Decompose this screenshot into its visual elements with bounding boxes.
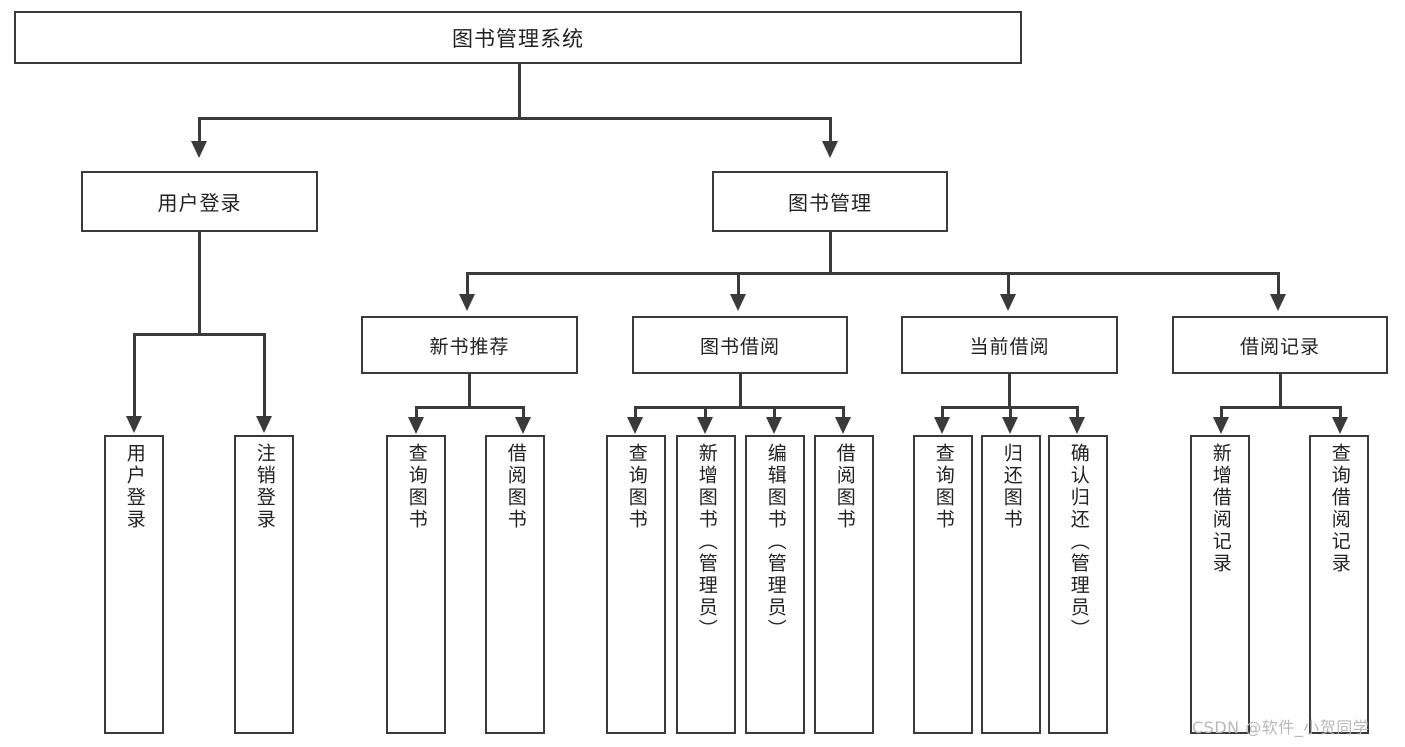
edge-user-login-to-leaf-2 — [263, 333, 266, 418]
node-label: 新增借阅记录 — [1209, 443, 1232, 575]
arrow-book-borrow-to-leaf-1 — [627, 417, 643, 434]
edge-book-manage-to-book-borrow — [737, 272, 740, 296]
edge-current-borrow-to-leaf-2 — [1009, 406, 1012, 420]
edge-new-book-to-leaf-2 — [522, 406, 525, 420]
edge-user-login-to-leaf-1 — [133, 333, 136, 418]
leaf-borrow-record-1[interactable]: 新增借阅记录 — [1190, 435, 1250, 734]
node-label: 新书推荐 — [429, 335, 510, 358]
node-book-borrow[interactable]: 图书借阅 — [632, 316, 848, 374]
arrow-book-borrow-to-leaf-4 — [835, 417, 851, 434]
node-label: 图书管理系统 — [452, 26, 584, 51]
edge-user-login-stem — [198, 232, 201, 336]
arrow-current-borrow-to-leaf-3 — [1069, 417, 1085, 434]
leaf-book-borrow-1[interactable]: 查询图书 — [606, 435, 666, 734]
arrow-book-manage-to-borrow-record — [1270, 294, 1286, 311]
node-label: 当前借阅 — [969, 335, 1050, 358]
arrow-book-borrow-to-leaf-3 — [766, 417, 782, 434]
node-label: 借阅图书 — [504, 443, 527, 531]
edge-new-book-stem — [468, 374, 471, 409]
node-label: 查询借阅记录 — [1328, 443, 1351, 575]
edge-book-manage-bus — [466, 272, 1280, 275]
edge-borrow-record-stem — [1279, 374, 1282, 409]
edge-current-borrow-stem — [1008, 374, 1011, 409]
node-label: 借阅记录 — [1239, 335, 1320, 358]
edge-book-manage-to-new-book — [466, 272, 469, 296]
edge-book-borrow-stem — [739, 374, 742, 409]
node-label: 确认归还（管理员） — [1067, 443, 1090, 641]
edge-root-to-book-manage — [829, 117, 832, 144]
arrow-user-login-to-leaf-1 — [126, 416, 142, 433]
edge-current-borrow-to-leaf-1 — [941, 406, 944, 420]
node-label: 图书借阅 — [699, 335, 780, 358]
edge-current-borrow-to-leaf-3 — [1076, 406, 1079, 420]
arrow-book-borrow-to-leaf-2 — [697, 417, 713, 434]
edge-book-borrow-to-leaf-3 — [773, 406, 776, 420]
leaf-user-login-1[interactable]: 用户登录 — [104, 435, 164, 734]
leaf-book-borrow-3[interactable]: 编辑图书（管理员） — [745, 435, 805, 734]
arrow-borrow-record-to-leaf-2 — [1332, 417, 1348, 434]
edge-book-manage-to-borrow-record — [1277, 272, 1280, 296]
leaf-current-borrow-2[interactable]: 归还图书 — [981, 435, 1041, 734]
arrow-new-book-to-leaf-1 — [408, 417, 424, 434]
arrow-root-to-user-login — [191, 141, 207, 158]
leaf-new-book-2[interactable]: 借阅图书 — [485, 435, 545, 734]
node-label: 用户登录 — [157, 191, 242, 215]
node-label: 注销登录 — [253, 443, 276, 531]
leaf-current-borrow-1[interactable]: 查询图书 — [913, 435, 973, 734]
node-label: 新增图书（管理员） — [695, 443, 718, 641]
edge-new-book-bus — [415, 406, 525, 409]
node-label: 查询图书 — [932, 443, 955, 531]
leaf-book-borrow-2[interactable]: 新增图书（管理员） — [676, 435, 736, 734]
edge-book-borrow-to-leaf-1 — [634, 406, 637, 420]
edge-borrow-record-to-leaf-2 — [1339, 406, 1342, 420]
arrow-root-to-book-manage — [822, 141, 838, 158]
edge-root-to-user-login — [198, 117, 201, 144]
edge-book-borrow-to-leaf-2 — [704, 406, 707, 420]
edge-borrow-record-bus — [1220, 406, 1342, 409]
node-label: 归还图书 — [1000, 443, 1023, 531]
node-user-login[interactable]: 用户登录 — [81, 171, 318, 232]
edge-book-manage-to-current-borrow — [1007, 272, 1010, 296]
edge-book-borrow-to-leaf-4 — [842, 406, 845, 420]
watermark-text: CSDN @软件_小贺同学 — [1192, 718, 1370, 737]
edge-book-borrow-bus — [634, 406, 845, 409]
arrow-user-login-to-leaf-2 — [256, 416, 272, 433]
leaf-user-login-2[interactable]: 注销登录 — [234, 435, 294, 734]
node-label: 查询图书 — [625, 443, 648, 531]
node-root-system[interactable]: 图书管理系统 — [14, 11, 1022, 64]
node-label: 借阅图书 — [833, 443, 856, 531]
arrow-borrow-record-to-leaf-1 — [1213, 417, 1229, 434]
node-current-borrow[interactable]: 当前借阅 — [901, 316, 1118, 374]
node-label: 查询图书 — [405, 443, 428, 531]
node-new-book-recommend[interactable]: 新书推荐 — [361, 316, 578, 374]
edge-borrow-record-to-leaf-1 — [1220, 406, 1223, 420]
node-label: 编辑图书（管理员） — [764, 443, 787, 641]
arrow-book-manage-to-current-borrow — [1000, 294, 1016, 311]
node-label: 用户登录 — [123, 443, 146, 531]
leaf-book-borrow-4[interactable]: 借阅图书 — [814, 435, 874, 734]
leaf-borrow-record-2[interactable]: 查询借阅记录 — [1309, 435, 1369, 734]
edge-root-bus — [198, 117, 832, 120]
edge-new-book-to-leaf-1 — [415, 406, 418, 420]
node-book-manage[interactable]: 图书管理 — [712, 171, 948, 232]
node-label: 图书管理 — [788, 191, 872, 215]
arrow-book-manage-to-new-book — [459, 294, 475, 311]
edge-book-manage-stem — [829, 232, 832, 274]
edge-user-login-bus — [133, 333, 266, 336]
leaf-new-book-1[interactable]: 查询图书 — [386, 435, 446, 734]
node-borrow-record[interactable]: 借阅记录 — [1172, 316, 1388, 374]
arrow-book-manage-to-book-borrow — [730, 294, 746, 311]
leaf-current-borrow-3[interactable]: 确认归还（管理员） — [1048, 435, 1108, 734]
edge-root-stem — [518, 64, 521, 117]
arrow-current-borrow-to-leaf-2 — [1002, 417, 1018, 434]
arrow-current-borrow-to-leaf-1 — [934, 417, 950, 434]
arrow-new-book-to-leaf-2 — [515, 417, 531, 434]
